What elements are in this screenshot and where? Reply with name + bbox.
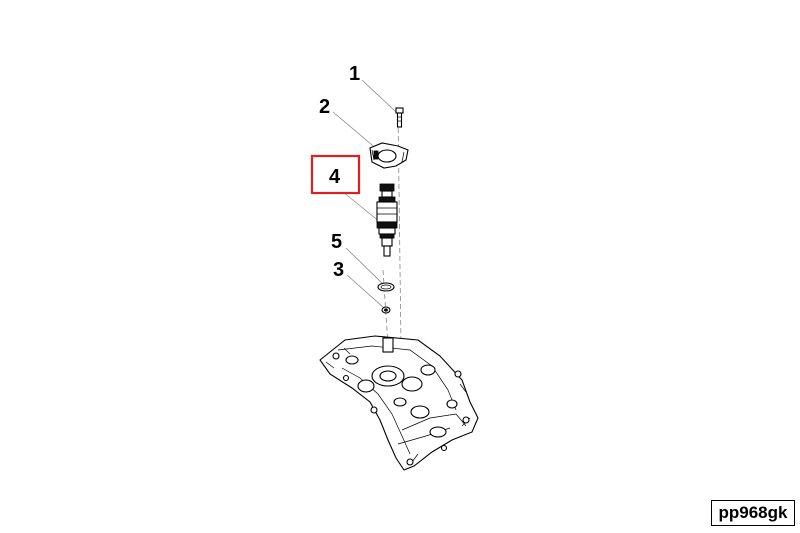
cylinder-head-part (319, 335, 479, 471)
leader-line-2 (332, 111, 379, 151)
clamp-part (369, 142, 409, 169)
callout-2[interactable]: 2 (319, 96, 330, 118)
assembly-axis (397, 111, 402, 346)
injector-part (376, 183, 398, 257)
callout-3[interactable]: 3 (333, 259, 344, 281)
leader-line-4 (342, 191, 381, 223)
callout-5[interactable]: 5 (331, 231, 342, 253)
assembly-axis-lower (382, 269, 389, 346)
reference-code-box: pp968gk (711, 500, 795, 526)
callout-4[interactable]: 4 (329, 166, 341, 188)
callout-1[interactable]: 1 (349, 63, 360, 85)
leader-line-1 (361, 79, 397, 113)
reference-code: pp968gk (718, 503, 788, 522)
o-ring-part (377, 282, 395, 292)
leader-line-5 (345, 247, 385, 286)
callout-4-highlight-box (310, 154, 361, 195)
seal-washer-part (381, 306, 391, 314)
leader-line-3 (346, 274, 385, 309)
bolt-part (395, 107, 404, 128)
